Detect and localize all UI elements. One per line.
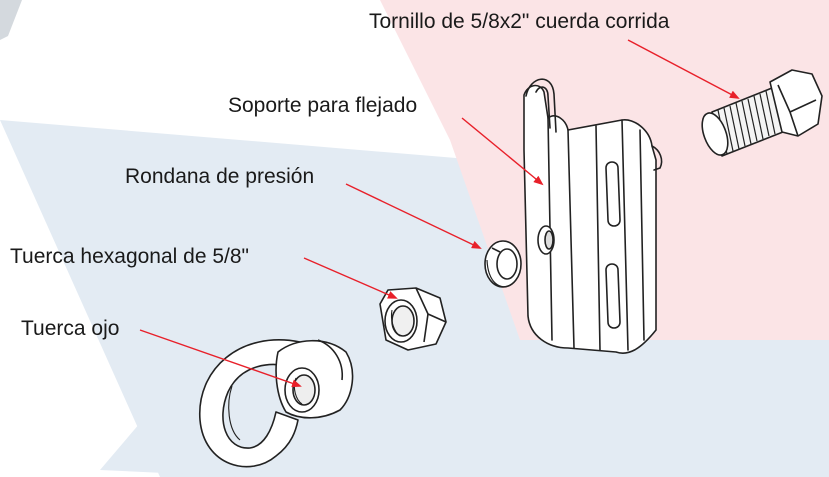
hex-nut-part bbox=[379, 287, 447, 351]
lock-washer-part bbox=[484, 240, 522, 288]
leader-line-bolt bbox=[627, 39, 740, 99]
leader-line-hex-nut bbox=[303, 257, 398, 299]
leader-line-bracket bbox=[461, 117, 544, 186]
corner-watermark-shape bbox=[0, 0, 22, 40]
leader-line-washer bbox=[345, 183, 482, 249]
label-bracket: Soporte para flejado bbox=[228, 94, 418, 117]
bracket-part bbox=[523, 78, 663, 354]
label-eye-nut: Tuerca ojo bbox=[21, 317, 120, 340]
bolt-part bbox=[701, 69, 823, 157]
background-blue-chevron bbox=[100, 200, 480, 477]
leader-line-eye-nut bbox=[139, 329, 302, 388]
eye-nut-part bbox=[199, 339, 354, 468]
label-bolt: Tornillo de 5/8x2" cuerda corrida bbox=[369, 10, 670, 33]
label-washer: Rondana de presión bbox=[125, 165, 315, 188]
label-hex-nut: Tuerca hexagonal de 5/8" bbox=[10, 245, 250, 268]
